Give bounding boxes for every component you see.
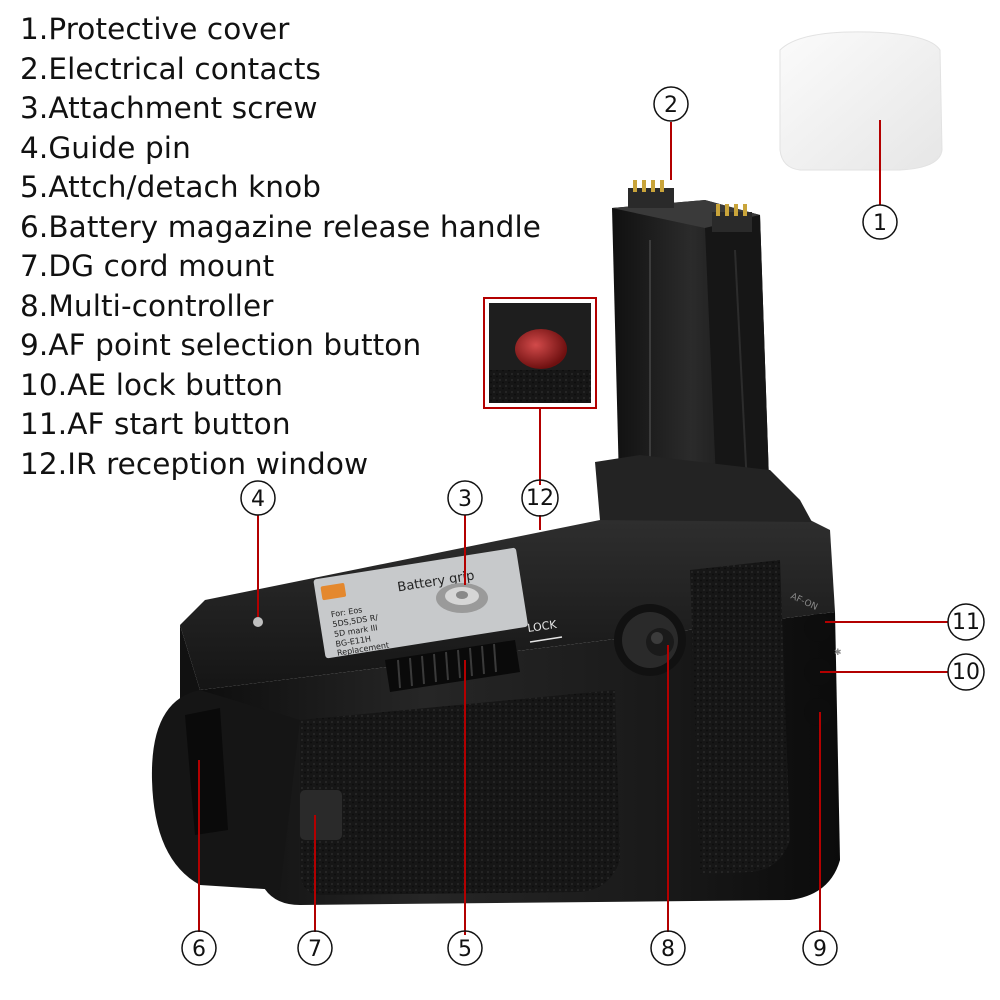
legend-item: 11.AF start button	[20, 407, 291, 441]
callout-10	[947, 653, 985, 691]
callout-number: 9	[813, 937, 827, 962]
callout-number: 1	[873, 211, 887, 236]
dg-cord-mount	[300, 790, 342, 840]
guide-pin	[253, 617, 263, 627]
lock-label: LOCK	[527, 618, 559, 635]
multi-controller	[614, 604, 686, 676]
callout-12	[521, 479, 559, 517]
legend-item: 12.IR reception window	[20, 446, 369, 481]
protective-cover	[779, 31, 943, 171]
callout-6	[181, 930, 217, 966]
callout-number: 2	[664, 93, 678, 118]
callout-labels: 1 2 3 4 5 6 7 8 9 10 11 12	[192, 93, 980, 962]
callout-5	[447, 930, 483, 966]
callout-number: 8	[661, 937, 675, 962]
callout-3	[447, 480, 483, 516]
callout-markers	[181, 86, 985, 966]
legend-item: 9.AF point selection button	[20, 328, 422, 362]
callout-8	[650, 930, 686, 966]
callout-number: 12	[526, 486, 554, 511]
ae-lock-button	[804, 658, 832, 686]
callout-number: 6	[192, 937, 206, 962]
ae-lock-mark: ✱	[834, 648, 842, 658]
ir-reception-inset	[483, 297, 597, 409]
callout-9	[802, 930, 838, 966]
legend: 1.Protective cover 2.Electrical contacts…	[20, 10, 541, 484]
callout-number: 3	[458, 487, 472, 512]
legend-item: 3.Attachment screw	[20, 91, 318, 125]
callout-1	[862, 204, 898, 240]
legend-item: 10.AE lock button	[20, 367, 284, 402]
legend-item: 8.Multi-controller	[20, 288, 274, 323]
legend-item: 4.Guide pin	[20, 130, 191, 165]
af-start-button	[804, 614, 832, 642]
callout-number: 10	[952, 660, 980, 685]
callout-number: 5	[458, 937, 472, 962]
legend-item: 7.DG cord mount	[20, 249, 275, 283]
ir-window	[515, 329, 567, 369]
attach-detach-knob: LOCK	[385, 618, 563, 692]
battery-release-handle	[185, 708, 228, 835]
callout-2	[653, 86, 689, 122]
electrical-contacts	[628, 180, 752, 232]
callout-lines	[198, 120, 948, 935]
legend-item: 2.Electrical contacts	[20, 51, 321, 86]
callout-11	[947, 603, 985, 641]
callout-7	[297, 930, 333, 966]
legend-item: 6.Battery magazine release handle	[20, 209, 542, 244]
legend-item: 1.Protective cover	[20, 12, 290, 46]
attachment-screw	[436, 583, 488, 613]
legend-item: 5.Attch/detach knob	[20, 170, 322, 204]
callout-number: 7	[308, 937, 322, 962]
callout-number: 4	[251, 487, 265, 512]
product-label: Battery grip For: Eos 5DS,5DS R/ 5D mark…	[313, 547, 528, 659]
af-point-button	[804, 698, 832, 726]
callout-number: 11	[952, 610, 980, 635]
grip-body	[151, 455, 840, 905]
callout-4	[240, 480, 276, 516]
